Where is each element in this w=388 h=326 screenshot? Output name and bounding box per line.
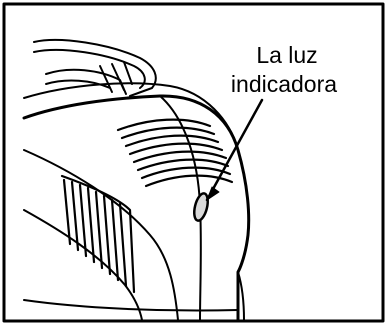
figure-border: [2, 2, 385, 323]
device-front-curve: [23, 149, 179, 321]
callout-label-line2: indicadora: [230, 71, 338, 97]
handle: [33, 39, 157, 97]
top-vent: [116, 118, 234, 188]
callout-arrowhead: [206, 186, 220, 201]
callout-leader-line: [205, 98, 264, 202]
device-top-edge: [23, 82, 239, 151]
indicator-light: [193, 192, 209, 222]
side-vent: [60, 174, 136, 294]
device-body: [22, 94, 251, 322]
device-right-side: [237, 271, 245, 321]
callout-label-line1: La luz: [256, 42, 318, 68]
device-base-line: [23, 299, 239, 312]
